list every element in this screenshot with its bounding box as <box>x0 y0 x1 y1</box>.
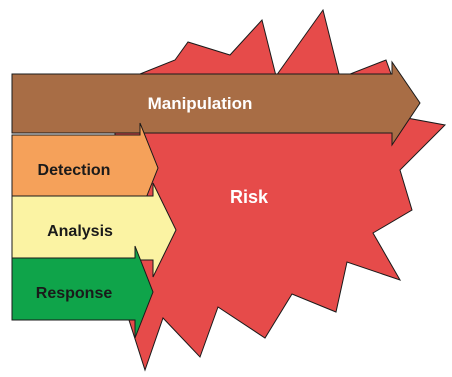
manipulation-label: Manipulation <box>148 94 253 113</box>
risk-starburst <box>114 8 447 372</box>
detection-label: Detection <box>38 162 111 179</box>
analysis-label: Analysis <box>47 223 113 240</box>
manipulation-arrow <box>11 60 421 147</box>
response-arrow <box>11 245 154 339</box>
risk-label: Risk <box>230 187 269 207</box>
response-label: Response <box>36 285 113 302</box>
